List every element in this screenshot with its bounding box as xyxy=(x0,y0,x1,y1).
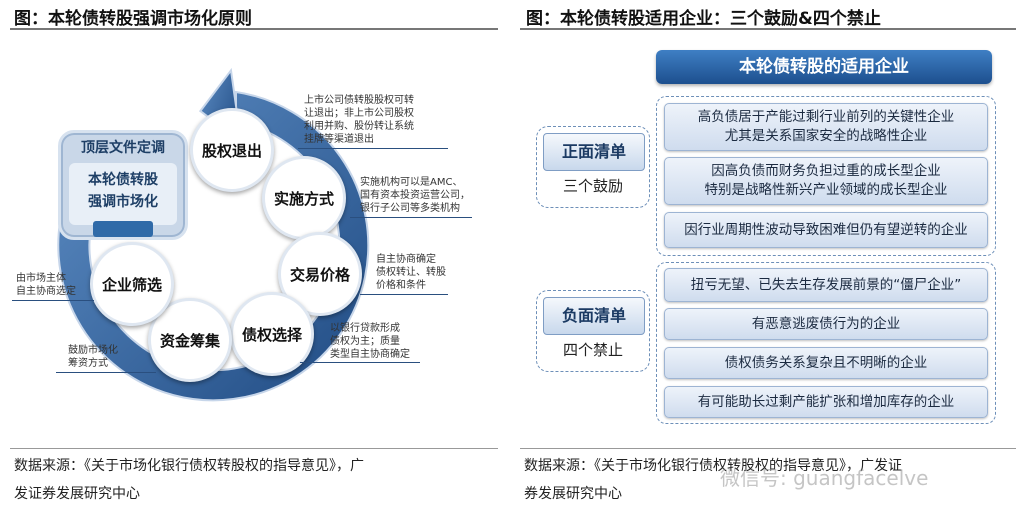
positive-item-3: 因行业周期性波动导致困难但仍有望逆转的企业 xyxy=(664,212,988,248)
left-title-rule xyxy=(10,28,498,30)
item-line: 有可能助长过剩产能扩张和增加库存的企业 xyxy=(697,393,955,410)
negative-item-1: 扭亏无望、已失去生存发展前景的“僵尸企业” xyxy=(664,268,988,302)
note-underline xyxy=(360,294,448,295)
top-doc-body: 本轮债转股 强调市场化 xyxy=(69,163,177,225)
wechat-watermark: 微信号: guangfacelve xyxy=(720,466,929,490)
negative-list-group xyxy=(656,262,996,424)
note-line: 以银行贷款形成 xyxy=(330,323,400,334)
note-fund-raising: 鼓励市场化 筹资方式 xyxy=(68,344,118,370)
note-trade-price: 自主协商确定 债权转让、转股 价格和条件 xyxy=(376,253,446,292)
note-enterprise-screening: 由市场主体 自主协商选定 xyxy=(16,272,76,298)
note-line: 自主协商选定 xyxy=(16,286,76,297)
top-level-document-box: 顶层文件定调 本轮债转股 强调市场化 xyxy=(58,130,188,240)
step-enterprise-screening: 企业筛选 xyxy=(90,242,174,326)
right-source: 数据来源：《关于市场化银行债权转股权的指导意见》，广发证 券发展研究中心 xyxy=(524,452,1014,508)
item-line: 因高负债而财务负担过重的成长型企业 xyxy=(711,163,941,179)
left-source: 数据来源：《关于市场化银行债权转股权的指导意见》，广 发证券发展研究中心 xyxy=(14,452,494,508)
source-line: 数据来源：《关于市场化银行债权转股权的指导意见》，广 xyxy=(14,458,364,474)
left-source-rule xyxy=(10,448,498,449)
negative-item-2: 有恶意逃废债行为的企业 xyxy=(664,308,988,340)
step-debt-selection: 债权选择 xyxy=(230,292,314,376)
negative-list-subtitle: 四个禁止 xyxy=(562,341,623,359)
source-line: 券发展研究中心 xyxy=(524,486,622,502)
step-implementation: 实施方式 xyxy=(262,156,346,240)
note-underline xyxy=(350,217,472,218)
note-line: 筹资方式 xyxy=(68,358,108,369)
applicable-enterprises-header: 本轮债转股的适用企业 xyxy=(656,50,992,84)
right-figure-title: 图：本轮债转股适用企业：三个鼓励&四个禁止 xyxy=(526,9,881,29)
note-underline xyxy=(300,362,420,363)
item-line: 有恶意逃废债行为的企业 xyxy=(751,315,901,332)
note-underline xyxy=(12,300,94,301)
note-line: 由市场主体 xyxy=(16,273,66,284)
note-implementation: 实施机构可以是AMC、 国有资本投资运营公司， 银行子公司等多类机构 xyxy=(360,176,470,215)
top-doc-tab xyxy=(93,221,153,237)
right-title-rule xyxy=(520,28,1016,30)
note-line: 利用并购、股份转让系统 xyxy=(304,121,414,132)
note-underline xyxy=(298,148,448,149)
note-line: 自主协商确定 xyxy=(376,254,436,265)
item-line: 债权债务关系复杂且不明晰的企业 xyxy=(724,354,928,371)
note-line: 债权为主；质量 xyxy=(330,336,400,347)
item-line: 特别是战略性新兴产业领域的成长型企业 xyxy=(704,182,948,198)
positive-list-label: 正面清单 三个鼓励 xyxy=(536,126,650,208)
note-line: 实施机构可以是AMC、 xyxy=(360,177,463,188)
source-line: 发证券发展研究中心 xyxy=(14,486,140,502)
note-line: 类型自主协商确定 xyxy=(330,349,410,360)
negative-item-3: 债权债务关系复杂且不明晰的企业 xyxy=(664,347,988,379)
step-equity-exit: 股权退出 xyxy=(190,108,274,192)
positive-item-2: 因高负债而财务负担过重的成长型企业 特别是战略性新兴产业领域的成长型企业 xyxy=(664,157,988,205)
positive-list-tag: 正面清单 xyxy=(543,133,645,171)
note-line: 让退出；非上市公司股权 xyxy=(304,108,414,119)
left-figure-title: 图：本轮债转股强调市场化原则 xyxy=(14,9,252,29)
positive-list-subtitle: 三个鼓励 xyxy=(562,177,623,195)
note-line: 价格和条件 xyxy=(376,280,426,291)
note-line: 债权转让、转股 xyxy=(376,267,446,278)
source-line: 数据来源：《关于市场化银行债权转股权的指导意见》，广发证 xyxy=(524,458,902,474)
right-source-rule xyxy=(520,448,1016,449)
top-doc-heading: 顶层文件定调 xyxy=(81,140,165,156)
item-line: 因行业周期性波动导致困难但仍有望逆转的企业 xyxy=(684,221,968,238)
top-doc-line-1: 本轮债转股 xyxy=(88,172,158,188)
negative-list-label: 负面清单 四个禁止 xyxy=(536,290,650,372)
note-line: 国有资本投资运营公司， xyxy=(360,190,470,201)
note-line: 鼓励市场化 xyxy=(68,345,118,356)
negative-list-tag: 负面清单 xyxy=(543,297,645,335)
item-line: 尤其是关系国家安全的战略性企业 xyxy=(724,128,928,144)
negative-item-4: 有可能助长过剩产能扩张和增加库存的企业 xyxy=(664,386,988,418)
note-underline xyxy=(56,372,156,373)
note-line: 上市公司债转股股权可转 xyxy=(304,95,414,106)
note-line: 挂牌等渠道退出 xyxy=(304,134,374,145)
positive-list-group xyxy=(656,96,996,256)
top-doc-line-2: 强调市场化 xyxy=(88,194,158,210)
item-line: 高负债居于产能过剩行业前列的关键性企业 xyxy=(697,109,955,125)
note-debt-selection: 以银行贷款形成 债权为主；质量 类型自主协商确定 xyxy=(330,322,410,361)
note-line: 银行子公司等多类机构 xyxy=(360,203,460,214)
item-line: 扭亏无望、已失去生存发展前景的“僵尸企业” xyxy=(690,276,962,293)
positive-item-1: 高负债居于产能过剩行业前列的关键性企业 尤其是关系国家安全的战略性企业 xyxy=(664,103,988,151)
note-equity-exit: 上市公司债转股股权可转 让退出；非上市公司股权 利用并购、股份转让系统 挂牌等渠… xyxy=(304,94,414,146)
